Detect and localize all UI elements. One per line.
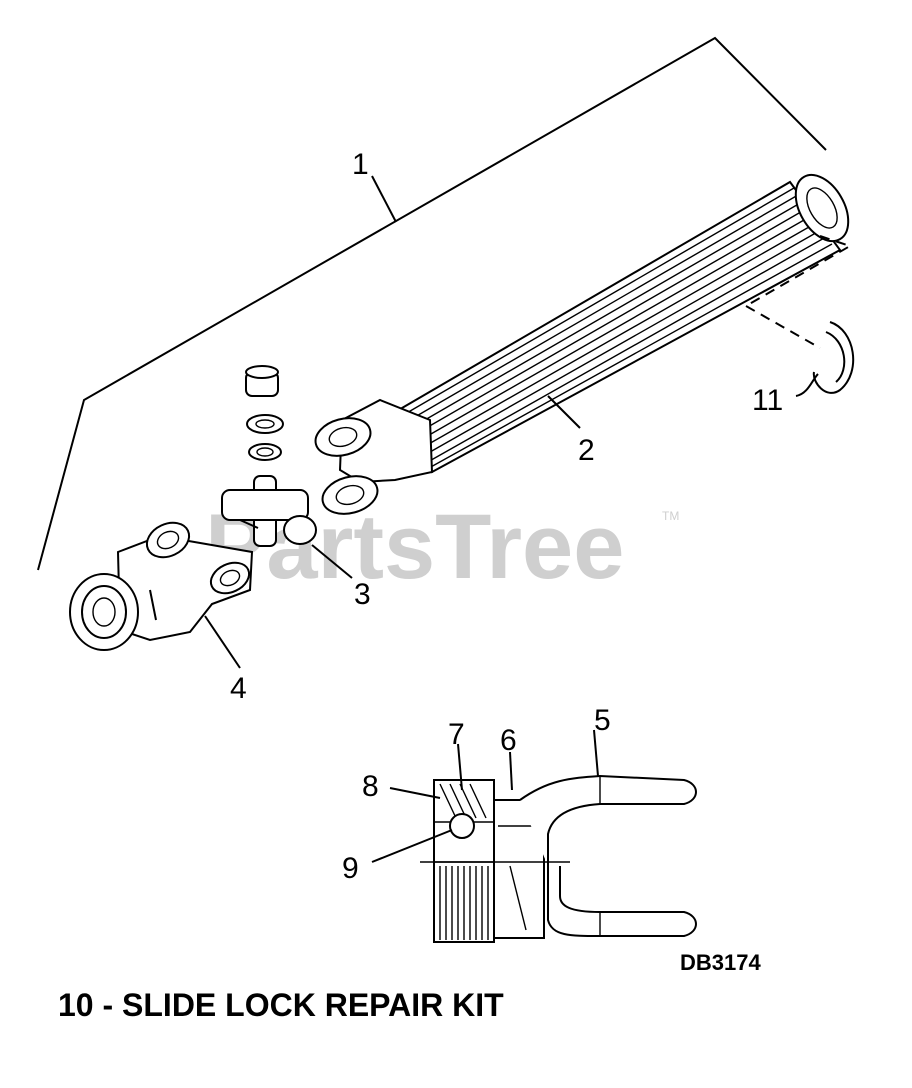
splined-shaft (400, 173, 850, 474)
caption: 10 - SLIDE LOCK REPAIR KIT (58, 987, 504, 1023)
cross-bearing-kit (221, 365, 317, 547)
drawing-code: DB3174 (680, 950, 761, 975)
watermark-trademark: TM (662, 509, 679, 523)
leader-lines (204, 175, 819, 863)
callout-9: 9 (342, 852, 359, 885)
alignment-guides (745, 235, 853, 349)
callout-11: 11 (752, 384, 783, 417)
callout-7: 7 (448, 718, 465, 751)
callout-8: 8 (362, 770, 379, 803)
outer-yoke (69, 521, 254, 651)
callout-5: 5 (594, 704, 611, 737)
slide-lock-detail (420, 774, 697, 943)
shaft-yoke (314, 398, 434, 515)
snap-ring (812, 321, 855, 394)
assembly-bracket (37, 36, 827, 571)
callout-4: 4 (230, 672, 247, 705)
callout-3: 3 (354, 578, 371, 611)
callout-1: 1 (352, 148, 369, 181)
callout-2: 2 (578, 434, 595, 467)
callout-6: 6 (500, 724, 517, 757)
